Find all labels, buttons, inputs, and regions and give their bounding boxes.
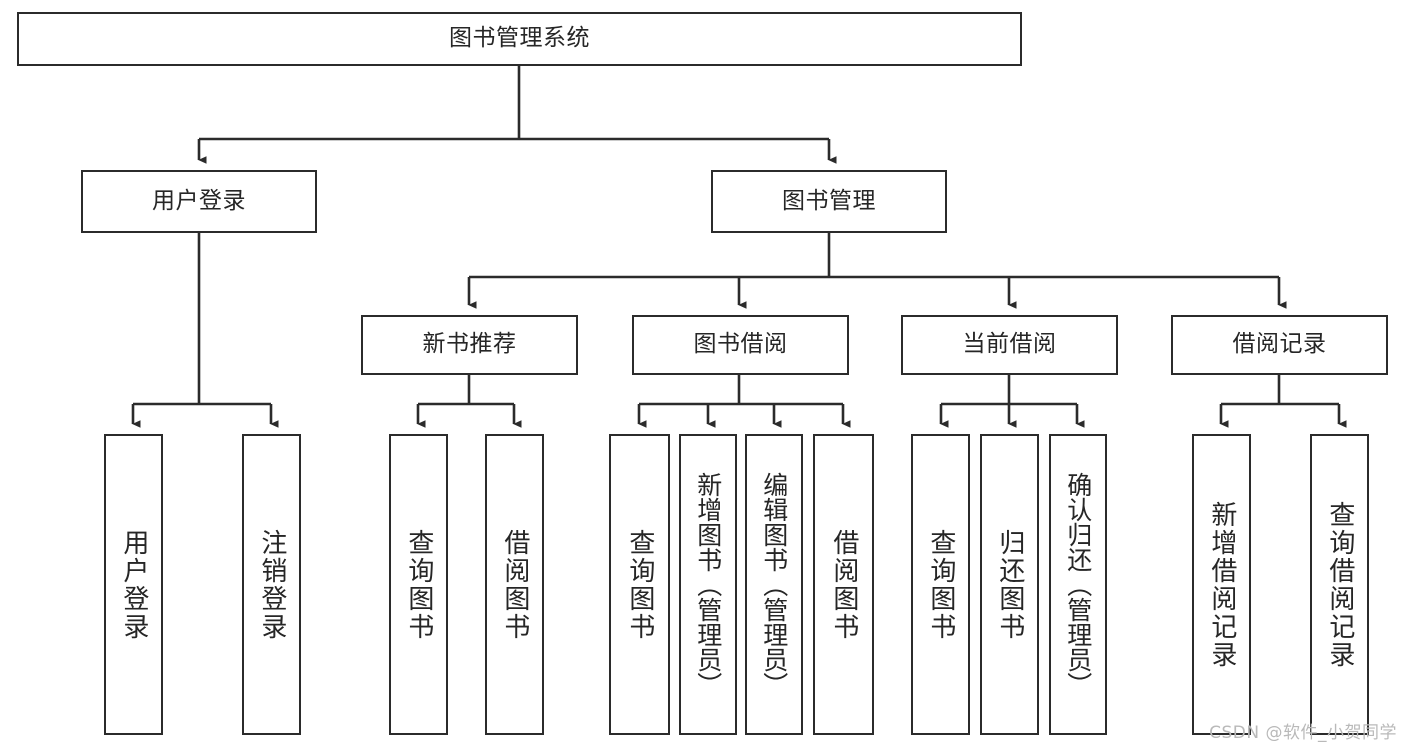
node-label: 新增图书（管理员） [693,472,723,697]
node-user-login[interactable]: 用户登录 [81,170,317,233]
node-label: 借阅记录 [1232,331,1327,358]
leaf-current-borrow-confirm-return-admin[interactable]: 确认归还（管理员） [1049,434,1107,735]
node-label: 图书管理 [782,187,876,214]
node-label: 查询图书 [624,528,655,641]
node-book-management[interactable]: 图书管理 [711,170,947,233]
node-label: 图书管理系统 [449,25,590,52]
node-book-borrow[interactable]: 图书借阅 [632,315,849,375]
leaf-borrow-record-query-record[interactable]: 查询借阅记录 [1310,434,1369,735]
node-label: 编辑图书（管理员） [759,472,789,697]
node-label: 用户登录 [118,528,149,641]
leaf-book-borrow-borrow-books[interactable]: 借阅图书 [813,434,874,735]
node-label: 查询借阅记录 [1324,500,1355,669]
node-label: 用户登录 [152,187,246,214]
node-label: 新增借阅记录 [1206,500,1237,669]
csdn-watermark: CSDN @软件_小贺同学 [1209,723,1397,743]
leaf-current-borrow-query-books[interactable]: 查询图书 [911,434,970,735]
node-root-book-management-system[interactable]: 图书管理系统 [17,12,1022,66]
leaf-new-book-query-books[interactable]: 查询图书 [389,434,448,735]
leaf-current-borrow-return-books[interactable]: 归还图书 [980,434,1039,735]
leaf-borrow-record-add-record[interactable]: 新增借阅记录 [1192,434,1251,735]
leaf-user-login-logout[interactable]: 注销登录 [242,434,301,735]
leaf-book-borrow-query-books[interactable]: 查询图书 [609,434,670,735]
leaf-book-borrow-add-book-admin[interactable]: 新增图书（管理员） [679,434,737,735]
node-label: 查询图书 [403,528,434,641]
node-label: 借阅图书 [828,528,859,641]
leaf-book-borrow-edit-book-admin[interactable]: 编辑图书（管理员） [745,434,803,735]
leaf-user-login-login[interactable]: 用户登录 [104,434,163,735]
node-label: 归还图书 [994,528,1025,641]
node-label: 确认归还（管理员） [1063,472,1093,697]
node-new-book-recommend[interactable]: 新书推荐 [361,315,578,375]
leaf-new-book-borrow-books[interactable]: 借阅图书 [485,434,544,735]
node-label: 注销登录 [256,528,287,641]
node-borrow-record[interactable]: 借阅记录 [1171,315,1388,375]
node-current-borrow[interactable]: 当前借阅 [901,315,1118,375]
node-label: 查询图书 [925,528,956,641]
node-label: 当前借阅 [962,331,1057,358]
node-label: 新书推荐 [422,331,517,358]
node-label: 图书借阅 [693,331,788,358]
node-label: 借阅图书 [499,528,530,641]
